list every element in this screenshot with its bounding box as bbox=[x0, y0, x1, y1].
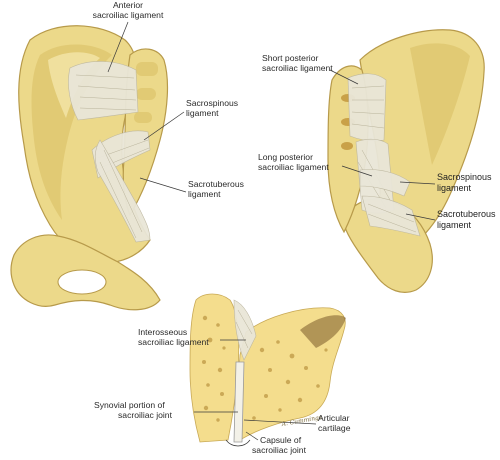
label-sacrotuberous-right-2: ligament bbox=[437, 220, 472, 230]
articular-cartilage bbox=[233, 361, 245, 443]
leader-anterior-sacroiliac bbox=[107, 21, 129, 73]
obturator-foramen bbox=[57, 269, 107, 295]
sacrotuberous-ligament-right bbox=[361, 195, 421, 237]
sacral-segment-3 bbox=[134, 112, 152, 123]
sacrum-trabeculae bbox=[202, 315, 226, 422]
label-articular-cartilage-1: Articular bbox=[318, 413, 350, 423]
sacroiliac-joint-section: A. Cummings Interosseous sacroiliac liga… bbox=[94, 293, 351, 455]
label-long-posterior-1: Long posterior bbox=[258, 152, 313, 162]
label-short-posterior-1: Short posterior bbox=[262, 53, 319, 63]
leader-sacrospinous-right bbox=[399, 181, 436, 185]
ilium-right-shade bbox=[410, 43, 470, 165]
leader-sacrotuberous-right bbox=[405, 213, 436, 221]
label-sacrospinous-right-2: ligament bbox=[437, 183, 472, 193]
leader-long-posterior bbox=[341, 165, 373, 177]
leader-sacrospinous-left bbox=[143, 111, 185, 141]
anterior-sacroiliac-ligament bbox=[68, 61, 139, 121]
label-sacrospinous-left-1: Sacrospinous bbox=[186, 98, 238, 108]
sacrum-section bbox=[189, 293, 240, 443]
anterior-pelvis-view: Anterior sacroiliac ligament Sacrospinou… bbox=[10, 0, 244, 311]
label-long-posterior-2: sacroiliac ligament bbox=[258, 162, 329, 172]
label-interosseous-1: Interosseous bbox=[138, 327, 187, 337]
label-sacrotuberous-right-1: Sacrotuberous bbox=[437, 209, 496, 219]
interosseous-sacroiliac-ligament bbox=[233, 299, 257, 361]
label-sacrospinous-right-1: Sacrospinous bbox=[437, 172, 492, 182]
sacral-segment-1 bbox=[136, 62, 158, 76]
sacrospinous-ligament-right bbox=[359, 169, 411, 197]
sacral-foramen-3 bbox=[341, 142, 353, 150]
posterior-pelvis-view: Short posterior sacroiliac ligament Long… bbox=[258, 29, 496, 293]
sacrotuberous-ligament-left bbox=[94, 139, 151, 243]
label-interosseous-2: sacroiliac ligament bbox=[138, 337, 209, 347]
label-sacrotuberous-left-2: ligament bbox=[188, 189, 221, 199]
leader-short-posterior bbox=[329, 69, 359, 85]
ilium-left-shade bbox=[31, 44, 112, 221]
joint-capsule bbox=[225, 439, 251, 447]
label-capsule-1: Capsule of bbox=[260, 435, 302, 445]
label-capsule-2: sacroiliac joint bbox=[252, 445, 307, 455]
short-posterior-sacroiliac-ligament bbox=[347, 73, 387, 142]
label-short-posterior-2: sacroiliac ligament bbox=[262, 63, 333, 73]
label-anterior-sacroiliac-2: sacroiliac ligament bbox=[93, 10, 164, 20]
leader-articular-cartilage bbox=[243, 419, 317, 425]
label-synovial-2: sacroiliac joint bbox=[118, 410, 173, 420]
ilium-trabeculae bbox=[252, 340, 328, 420]
label-anterior-sacroiliac-1: Anterior bbox=[113, 0, 143, 10]
leader-sacrotuberous-left bbox=[139, 177, 187, 193]
ilium-cortex-dark bbox=[300, 315, 346, 348]
label-articular-cartilage-2: cartilage bbox=[318, 423, 351, 433]
sacral-segment-2 bbox=[136, 88, 156, 100]
label-sacrospinous-left-2: ligament bbox=[186, 108, 219, 118]
leader-capsule bbox=[245, 431, 259, 441]
label-synovial-1: Synovial portion of bbox=[94, 400, 165, 410]
label-sacrotuberous-left-1: Sacrotuberous bbox=[188, 179, 244, 189]
